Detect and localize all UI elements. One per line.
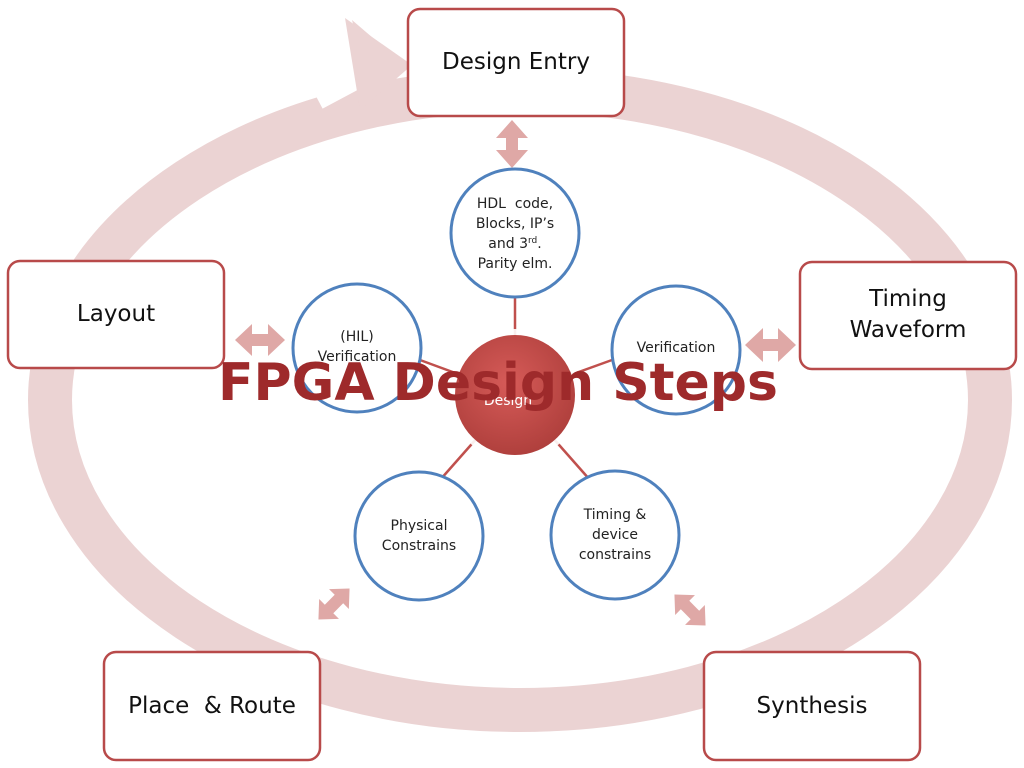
cycle-arrowhead-tip — [345, 18, 412, 110]
double-arrow-top — [496, 120, 528, 168]
diagram-title: FPGA Design Steps — [218, 353, 778, 413]
input-hdl: HDL code, Blocks, IP’s and 3rd. Parity e… — [449, 167, 581, 299]
input-hil-line-1: (HIL) — [340, 329, 373, 345]
input-timing-line-3: constrains — [579, 547, 651, 563]
center-design: Design — [449, 329, 581, 461]
input-physical-line-1: Physical — [391, 518, 448, 534]
center-design-label: Design — [484, 393, 532, 409]
input-hil-line-2: Verification — [318, 349, 397, 365]
double-arrow-bottom-right — [674, 594, 706, 626]
step-timing-waveform-label-2: Waveform — [850, 317, 967, 343]
step-synthesis: Synthesis — [702, 650, 922, 762]
double-arrow-bottom-left — [318, 588, 350, 620]
step-synthesis-label: Synthesis — [757, 693, 868, 719]
double-arrow-left — [235, 324, 285, 356]
input-physical-line-2: Constrains — [382, 538, 456, 554]
step-place-route-label: Place & Route — [128, 693, 296, 719]
input-hil-verification: (HIL) Verification — [291, 282, 423, 414]
input-timing-constraints: Timing & device constrains — [549, 469, 681, 601]
step-timing-waveform-label-1: Timing — [868, 286, 947, 312]
step-design-entry: Design Entry — [406, 7, 626, 118]
input-physical-constraints: Physical Constrains — [353, 470, 485, 602]
input-hdl-line-4: Parity elm. — [478, 256, 553, 272]
input-timing-line-2: device — [592, 527, 638, 543]
input-verification: Verification — [610, 284, 742, 416]
step-place-route: Place & Route — [102, 650, 322, 762]
input-timing-line-1: Timing & — [583, 507, 647, 523]
step-layout-label: Layout — [77, 301, 155, 327]
step-design-entry-label: Design Entry — [442, 49, 590, 75]
step-timing-waveform: Timing Waveform — [798, 260, 1018, 371]
input-hdl-line-2: Blocks, IP’s — [476, 216, 554, 232]
input-verification-label: Verification — [637, 340, 716, 356]
double-arrow-right — [745, 328, 796, 362]
step-layout: Layout — [6, 259, 226, 370]
input-hdl-line-1: HDL code, — [477, 196, 553, 212]
